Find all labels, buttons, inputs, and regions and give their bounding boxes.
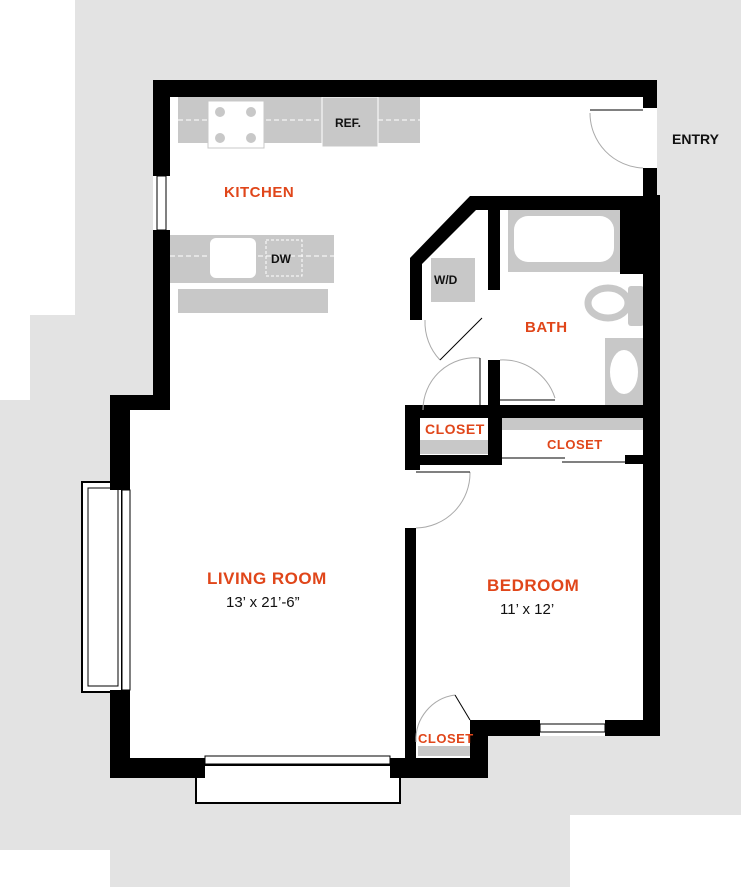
bedroom-closet-label: CLOSET (547, 437, 603, 452)
sink (210, 238, 256, 278)
washer-dryer (431, 258, 475, 302)
kitchen-label: KITCHEN (224, 184, 294, 201)
small-closet-label: CLOSET (418, 731, 474, 746)
bedroom-dimensions: 11’ x 12’ (500, 601, 554, 618)
closet-label: CLOSET (425, 421, 485, 437)
doors (415, 109, 644, 743)
walls (110, 80, 660, 778)
bedroom-label: BEDROOM (487, 576, 579, 595)
refrigerator (321, 96, 379, 148)
bath-label: BATH (525, 319, 568, 336)
bay-window-left (81, 481, 123, 693)
bay-window-bottom (195, 764, 401, 804)
toilet (584, 284, 632, 322)
living-room-label: LIVING ROOM (207, 569, 327, 588)
cooktop (207, 100, 265, 149)
ref-label: REF. (335, 116, 361, 130)
wd-label: W/D (434, 273, 458, 287)
living-room-dimensions: 13’ x 21’-6” (226, 594, 300, 611)
dw-label: DW (271, 252, 292, 266)
entry-label: ENTRY (672, 131, 720, 147)
